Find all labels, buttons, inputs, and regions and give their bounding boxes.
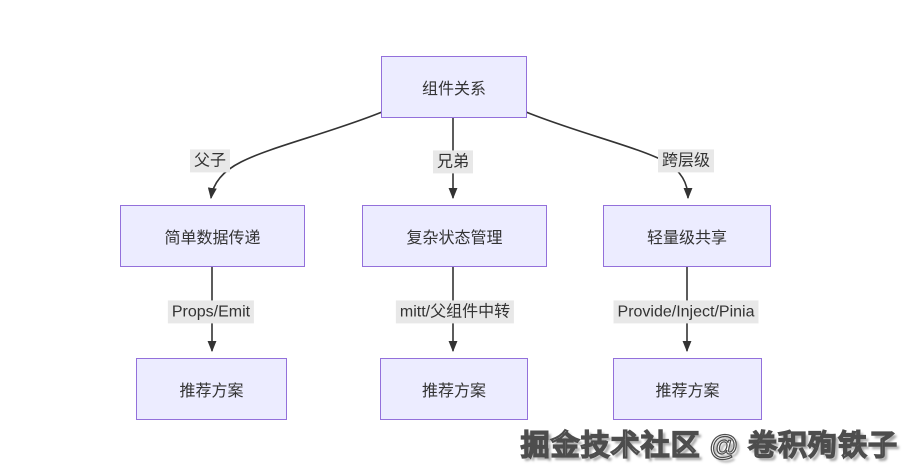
edge-label-cross-level: 跨层级 xyxy=(657,149,715,173)
node-component-relations: 组件关系 xyxy=(381,56,527,118)
node-recommendation-parent-child: 推荐方案 xyxy=(136,358,287,420)
edge-label-parent-child: 父子 xyxy=(189,149,231,173)
edge-root-to-cross-level xyxy=(525,111,693,200)
edge-label-sibling: 兄弟 xyxy=(432,150,474,174)
node-recommendation-sibling: 推荐方案 xyxy=(380,358,528,420)
edge-label-props-emit: Props/Emit xyxy=(167,300,255,324)
watermark: 掘金技术社区 @ 卷积殉铁子 xyxy=(520,429,898,462)
edge-root-to-parent-child xyxy=(207,111,383,200)
node-complex-state-management: 复杂状态管理 xyxy=(362,205,547,267)
edge-label-provide-inject-pinia: Provide/Inject/Pinia xyxy=(613,300,759,324)
node-simple-data-passing: 简单数据传递 xyxy=(120,205,305,267)
node-lightweight-sharing: 轻量级共享 xyxy=(603,205,771,267)
edge-label-mitt-parent-relay: mitt/父组件中转 xyxy=(395,300,515,324)
node-recommendation-cross-level: 推荐方案 xyxy=(613,358,762,420)
